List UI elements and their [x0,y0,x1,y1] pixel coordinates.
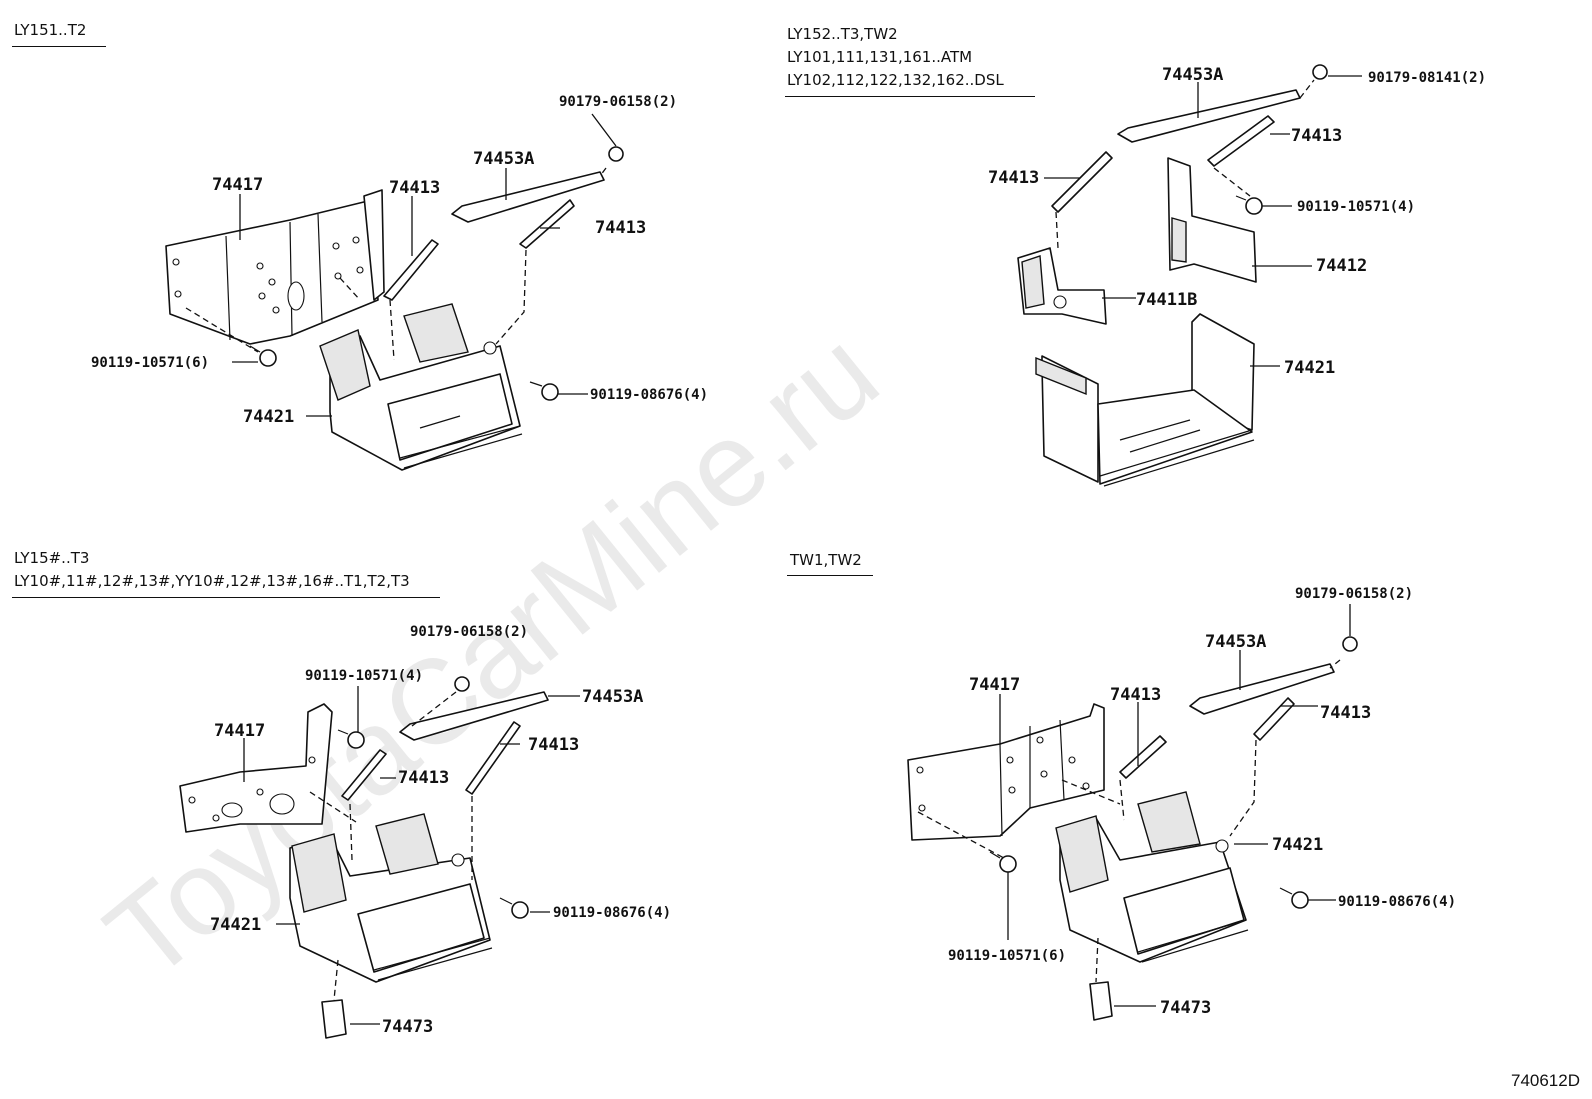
fastener-label: 90179-08141(2) [1368,70,1486,86]
applicability-line: LY15#..T3 [14,549,90,567]
clamp-74453A [1117,89,1301,143]
part-label: 74413 [595,218,646,238]
nut-90179-06158 [608,146,624,162]
panel-bottom-right: 90179-06158(2) 74453A 74417 74413 74413 … [907,586,1456,1021]
part-label: 74453A [473,149,534,169]
nut-90179-06158 [454,676,470,692]
part-label: 74453A [582,687,643,707]
carrier-74421 [319,303,523,471]
bolt-90119-10571 [1235,195,1263,215]
panel-top-right: 74453A 90179-08141(2) 74413 74413 90119-… [988,64,1486,487]
rod-74413 [383,239,439,301]
pad-74473 [1089,981,1113,1021]
part-label: 74421 [1284,358,1335,378]
bolt-90119-10571 [249,345,277,367]
part-label: 74417 [214,721,265,741]
document-id: 740612D [1510,1071,1580,1090]
applicability-line: LY152..T3,TW2 [787,25,898,43]
part-label: 74413 [528,735,579,755]
part-label: 74417 [212,175,263,195]
clamp-74453A [399,691,549,741]
bracket-74411B [1017,247,1107,325]
pad-74473 [321,999,347,1039]
fastener-label: 90119-08676(4) [553,905,671,921]
rod-74413 [1207,115,1275,167]
nut-90179-08141 [1312,64,1328,80]
part-label: 74413 [398,768,449,788]
fastener-label: 90179-06158(2) [410,624,528,640]
header-underline [785,96,1035,97]
part-label: 74421 [210,915,261,935]
bracket-74417 [179,703,333,833]
part-label: 74473 [382,1017,433,1037]
fastener-label: 90119-08676(4) [1338,894,1456,910]
fastener-label: 90179-06158(2) [559,94,677,110]
header-underline [12,46,106,47]
part-label: 74453A [1205,632,1266,652]
fastener-label: 90119-10571(4) [1297,199,1415,215]
part-label: 74421 [1272,835,1323,855]
fastener-label: 90119-10571(4) [305,668,423,684]
applicability-line: LY102,112,122,132,162..DSL [787,71,1004,89]
rod-74413 [1253,697,1295,741]
panel-header-bottom-left: LY15#..T3 LY10#,11#,12#,13#,YY10#,12#,13… [14,548,410,591]
bolt-90119-08676 [1279,887,1309,909]
part-label: 74412 [1316,256,1367,276]
panel-top-left: 74417 74413 74453A 74413 90179-06158(2) … [91,94,708,471]
fastener-label: 90179-06158(2) [1295,586,1413,602]
clamp-74453A [1189,663,1335,715]
carrier-74421 [1055,791,1249,963]
fastener-label: 90119-10571(6) [91,355,209,371]
bolt-90119-10571 [337,729,365,749]
part-label: 74413 [1110,685,1161,705]
bracket-74412 [1167,157,1257,283]
panel-header-top-left: LY151..T2 [14,20,86,40]
bracket-74417 [907,703,1105,841]
applicability-line: LY10#,11#,12#,13#,YY10#,12#,13#,16#..T1,… [14,572,410,590]
part-label: 74413 [1320,703,1371,723]
fastener-label: 90119-10571(6) [948,948,1066,964]
fastener-label: 90119-08676(4) [590,387,708,403]
part-label: 74413 [389,178,440,198]
carrier-74421 [289,813,493,983]
header-underline [12,597,440,598]
part-label: 74453A [1162,65,1223,85]
nut-90179-06158 [1342,636,1358,652]
part-label: 74417 [969,675,1020,695]
rod-74413 [465,721,521,795]
rod-74413 [1119,735,1167,779]
panel-header-bottom-right: TW1,TW2 [790,550,862,570]
bracket-74417 [165,189,385,345]
rod-74413 [341,749,387,801]
rod-74413 [1051,151,1113,213]
part-label: 74473 [1160,998,1211,1018]
bolt-90119-08676 [529,381,559,401]
bolt-90119-08676 [499,897,529,919]
applicability-line: LY101,111,131,161..ATM [787,48,973,66]
carrier-74421 [1035,313,1255,487]
applicability-line: LY151..T2 [14,21,87,39]
applicability-line: TW1,TW2 [790,551,862,569]
panel-bottom-left: 90179-06158(2) 90119-10571(4) 74453A 744… [179,624,671,1039]
rod-74413 [519,199,575,249]
clamp-74453A [451,171,605,223]
header-underline [787,575,873,576]
part-label: 74413 [988,168,1039,188]
part-label: 74421 [243,407,294,427]
panel-header-top-right: LY152..T3,TW2 LY101,111,131,161..ATM LY1… [787,24,1004,90]
part-label: 74411B [1136,290,1197,310]
bolt-90119-10571 [989,851,1017,873]
part-label: 74413 [1291,126,1342,146]
